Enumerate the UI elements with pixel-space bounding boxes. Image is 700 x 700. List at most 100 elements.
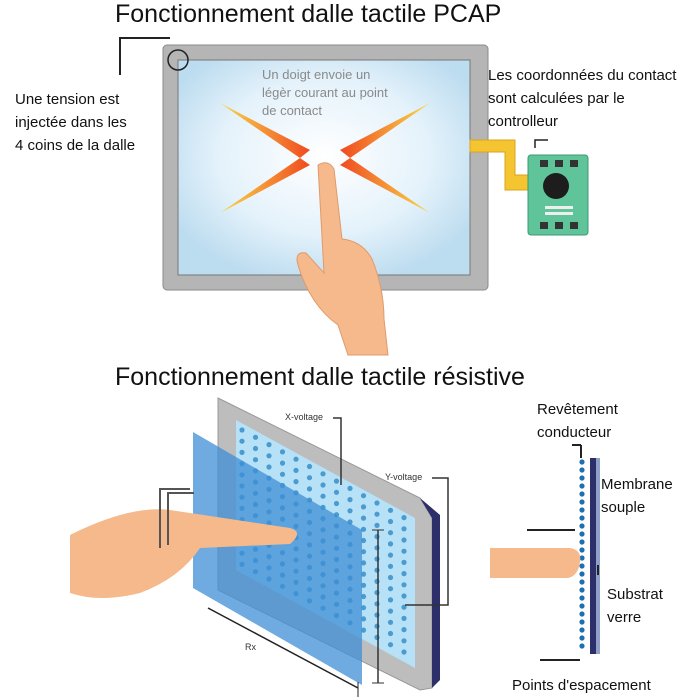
- pointing-hand: [296, 162, 389, 356]
- resistive-title: Fonctionnement dalle tactile résistive: [115, 363, 525, 391]
- spacer-dot: [387, 530, 394, 536]
- label-line: souple: [601, 499, 646, 516]
- membrane-label: Membrane souple: [601, 473, 673, 519]
- spacer-dot: [239, 438, 245, 444]
- spacer-dot: [579, 627, 585, 633]
- spacer-dot: [579, 507, 585, 513]
- spacer-dot: [579, 523, 585, 529]
- spacer-dot: [360, 493, 367, 499]
- spacer-dot: [374, 623, 380, 629]
- spacer-dot: [333, 478, 340, 484]
- spacer-dot: [360, 515, 367, 521]
- coating-label: Revêtement conducteur: [537, 398, 618, 444]
- spacer-dot: [360, 571, 367, 577]
- spacer-dot: [579, 587, 585, 593]
- spacer-dot: [320, 471, 326, 477]
- spacer-dot: [579, 563, 585, 569]
- finger: [490, 548, 581, 578]
- spacer-dot: [374, 601, 380, 607]
- spacer-dot: [360, 616, 367, 622]
- spacer-dot: [387, 563, 394, 569]
- spacer-dot: [579, 467, 585, 473]
- spacer-dot: [579, 579, 585, 585]
- spacer-dot: [579, 635, 585, 641]
- spacer-dot: [579, 483, 585, 489]
- label-line: Revêtement: [537, 401, 618, 418]
- spacer-dot: [579, 539, 585, 545]
- label-line: 4 coins de la dalle: [15, 137, 136, 154]
- spacer-dot: [360, 582, 367, 588]
- spacer-dot: [387, 586, 394, 592]
- spacer-dot: [579, 555, 585, 561]
- label-line: Un doigt envoie un: [262, 67, 371, 82]
- label-line: de contact: [262, 103, 322, 118]
- spacer-dot: [579, 531, 585, 537]
- spacer-dot: [279, 471, 286, 477]
- spacer-dot: [401, 582, 407, 588]
- spacer-dot: [387, 518, 394, 525]
- spacer-dot: [374, 578, 380, 585]
- arrow-icon: [340, 103, 430, 158]
- spacer-dot: [579, 547, 585, 553]
- spacer-dot: [293, 479, 299, 485]
- spacer-dot: [360, 504, 367, 510]
- spacer-dot: [320, 493, 326, 499]
- spacer-dot: [293, 467, 299, 473]
- spacer-dot: [333, 500, 340, 507]
- spacer-dot: [579, 611, 585, 617]
- label-line: Membrane: [601, 476, 673, 493]
- spacer-dot: [374, 590, 380, 596]
- spacer-dot: [579, 571, 585, 577]
- spacer-dot: [401, 649, 407, 655]
- spacer-dot: [374, 634, 380, 641]
- spacer-dot: [239, 427, 245, 433]
- spacer-dot: [252, 445, 259, 452]
- spacer-dot: [360, 560, 367, 566]
- spacer-dot: [579, 491, 585, 497]
- spacer-dot: [306, 463, 313, 470]
- spacer-dot: [401, 615, 407, 622]
- corner-marker: [167, 49, 189, 71]
- label-line: conducteur: [537, 424, 612, 441]
- spacer-dot: [360, 605, 367, 611]
- spacer-dot: [401, 604, 407, 610]
- spacer-dot: [387, 608, 394, 614]
- spacer-dot: [401, 515, 407, 521]
- spacer-dot: [387, 642, 394, 648]
- spacer-dot: [579, 515, 585, 521]
- spacer-dot: [387, 541, 394, 547]
- label-line: sont calculées par le: [488, 90, 625, 107]
- spacer-dot: [374, 567, 380, 573]
- spacer-dot: [374, 522, 380, 529]
- spacer-dot: [239, 449, 245, 455]
- spacer-dot: [401, 627, 407, 633]
- label-line: Substrat: [607, 586, 663, 603]
- pointing-hand: [70, 509, 297, 598]
- arrow-icon: [340, 158, 430, 213]
- x-voltage-label: X-voltage: [285, 412, 324, 422]
- spacer-dot: [401, 571, 407, 577]
- spacer-dot: [374, 545, 380, 551]
- spacer-dot: [387, 597, 394, 603]
- label-line: Une tension est: [15, 91, 120, 108]
- spacer-dot: [401, 537, 407, 543]
- spacer-dot: [579, 603, 585, 609]
- arrow-icon: [220, 158, 310, 213]
- pcap-screen-label: Un doigt envoie un légèr courant au poin…: [262, 66, 388, 120]
- spacer-dot: [306, 486, 313, 492]
- spacer-dot: [387, 507, 394, 513]
- spacer-dot: [387, 619, 394, 625]
- spacer-dot: [320, 482, 326, 488]
- spacer-dot: [401, 559, 407, 566]
- spacers-label: Points d'espacement: [512, 677, 651, 694]
- spacer-dot: [360, 593, 367, 600]
- spacer-dot: [401, 548, 407, 554]
- label-line: controlleur: [488, 113, 559, 130]
- spacer-dot: [579, 459, 585, 465]
- spacer-dot: [579, 475, 585, 481]
- spacer-dot: [293, 456, 299, 462]
- spacer-dot: [579, 619, 585, 625]
- spacer-dot: [252, 434, 259, 440]
- resistive-panel: [70, 397, 449, 697]
- flexible-membrane: [193, 432, 362, 685]
